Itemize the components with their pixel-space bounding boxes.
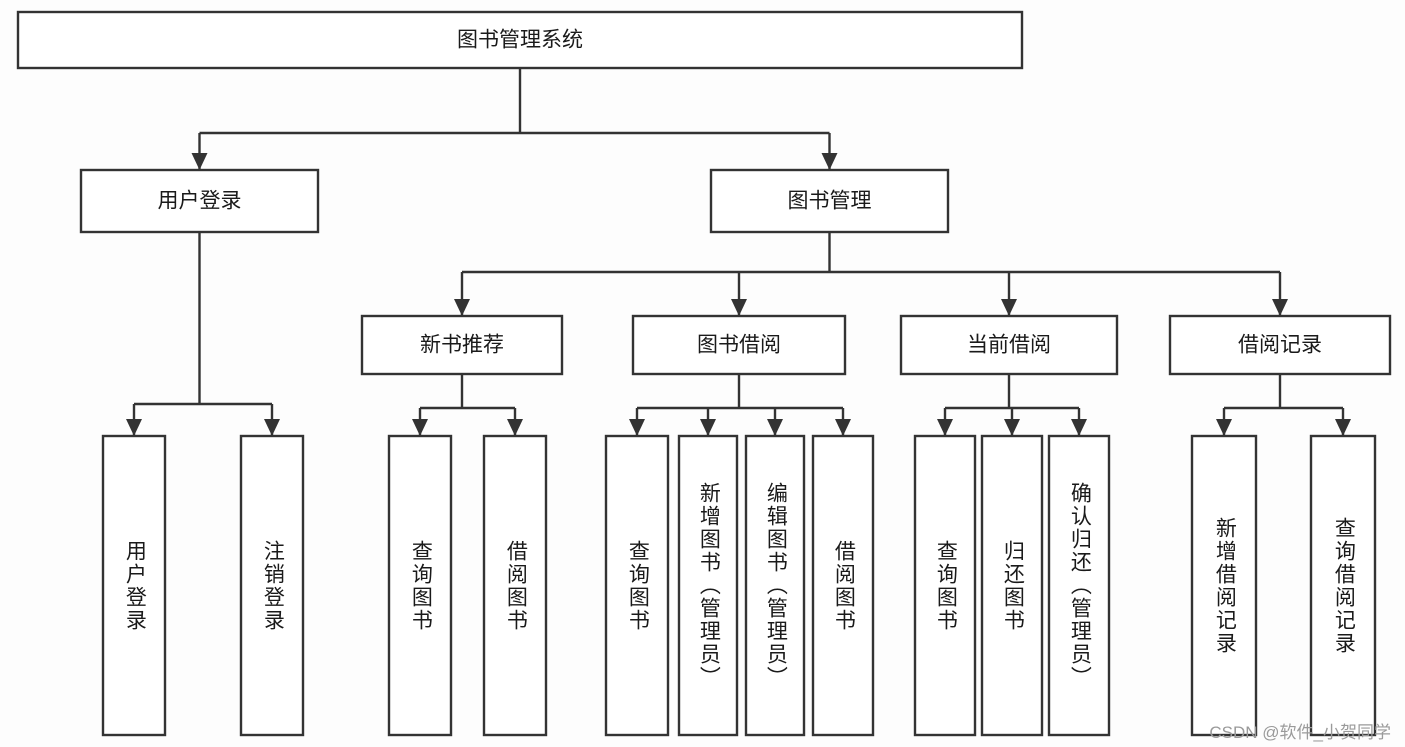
node-borrow-record-label: 借阅记录 xyxy=(1238,334,1322,357)
node-root[interactable] xyxy=(16,10,1024,70)
arrow-head-icon xyxy=(731,299,747,316)
arrow-head-icon xyxy=(1001,299,1017,316)
arrow-head-icon xyxy=(1335,419,1351,436)
arrow-head-icon xyxy=(1071,419,1087,436)
node-new-book-recommend-label: 新书推荐 xyxy=(420,334,504,357)
node-leaf-query-book-borrow[interactable] xyxy=(604,434,670,737)
node-leaf-borrow-book[interactable] xyxy=(811,434,875,737)
node-book-management-label: 图书管理 xyxy=(788,190,872,213)
node-leaf-borrow-book-recommend[interactable] xyxy=(482,434,548,737)
arrow-head-icon xyxy=(264,419,280,436)
arrow-head-icon xyxy=(1216,419,1232,436)
node-leaf-logout[interactable] xyxy=(239,434,305,737)
node-current-borrow-label: 当前借阅 xyxy=(967,334,1051,357)
arrow-head-icon xyxy=(767,419,783,436)
node-leaf-add-book[interactable] xyxy=(677,434,739,737)
arrow-head-icon xyxy=(937,419,953,436)
node-leaf-user-login[interactable] xyxy=(101,434,167,737)
node-current-borrow[interactable] xyxy=(899,314,1119,376)
node-leaf-query-book-current[interactable] xyxy=(913,434,977,737)
arrow-head-icon xyxy=(412,419,428,436)
arrow-head-icon xyxy=(454,299,470,316)
node-leaf-return-book[interactable] xyxy=(980,434,1044,737)
node-leaf-query-borrow-record[interactable] xyxy=(1309,434,1377,737)
node-new-book-recommend[interactable] xyxy=(360,314,564,376)
arrow-head-icon xyxy=(629,419,645,436)
node-root-label: 图书管理系统 xyxy=(457,29,583,52)
node-book-management[interactable] xyxy=(709,168,950,234)
node-borrow-record[interactable] xyxy=(1168,314,1392,376)
node-leaf-edit-book[interactable] xyxy=(744,434,806,737)
node-leaf-add-borrow-record[interactable] xyxy=(1190,434,1258,737)
arrow-head-icon xyxy=(700,419,716,436)
arrow-head-icon xyxy=(126,419,142,436)
node-book-borrow[interactable] xyxy=(631,314,847,376)
node-leaf-query-book-recommend[interactable] xyxy=(387,434,453,737)
connector-layer xyxy=(126,68,1351,436)
arrow-head-icon xyxy=(835,419,851,436)
arrow-head-icon xyxy=(821,153,838,170)
node-leaf-confirm-return[interactable] xyxy=(1047,434,1111,737)
arrow-head-icon xyxy=(1272,299,1288,316)
node-book-borrow-label: 图书借阅 xyxy=(697,334,781,357)
arrow-head-icon xyxy=(507,419,523,436)
node-user-login[interactable] xyxy=(79,168,320,234)
node-user-login-label: 用户登录 xyxy=(158,190,242,213)
arrow-head-icon xyxy=(191,153,208,170)
arrow-head-icon xyxy=(1004,419,1020,436)
node-box-layer xyxy=(16,10,1392,737)
